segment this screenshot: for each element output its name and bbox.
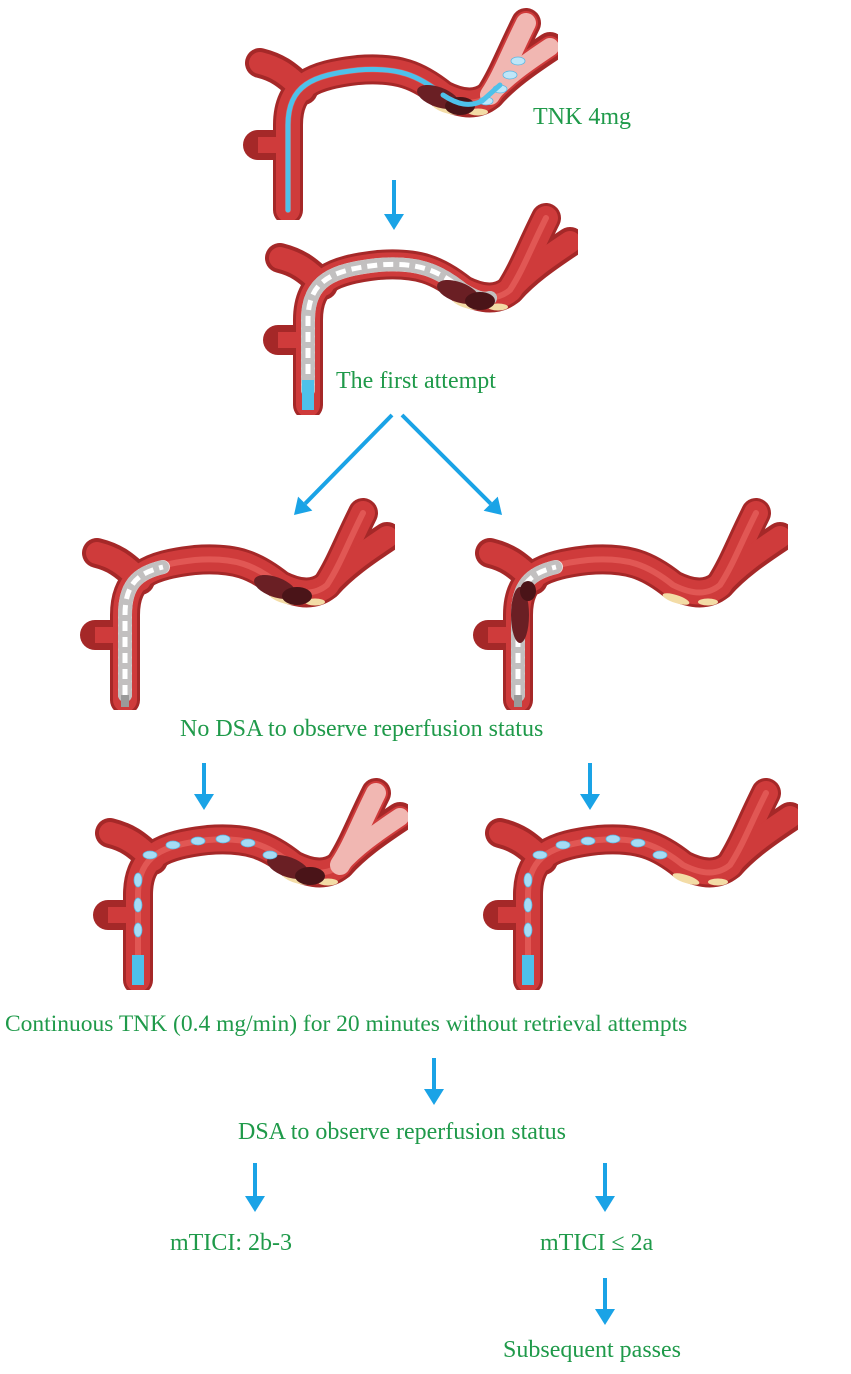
- tnk-dose-label: TNK 4mg: [533, 104, 631, 130]
- arrow-tnk-to-first-attempt: [384, 180, 404, 230]
- arrow-dsa-to-poor: [595, 1163, 615, 1212]
- subsequent-passes-label: Subsequent passes: [503, 1337, 681, 1363]
- vessel-illustration: [483, 778, 798, 990]
- continuous-tnk-label: Continuous TNK (0.4 mg/min) for 20 minut…: [5, 1011, 688, 1037]
- outcome-poor-label: mTICI ≤ 2a: [540, 1230, 654, 1256]
- dsa-label: DSA to observe reperfusion status: [238, 1119, 566, 1145]
- plaque: [708, 878, 728, 886]
- stent-retriever: [118, 560, 170, 707]
- outcome-good-label: mTICI: 2b-3: [170, 1230, 292, 1256]
- tnk-bubbles: [440, 56, 526, 107]
- arrow-first-attempt-right: [400, 413, 502, 515]
- ischemic-segment: [331, 808, 408, 874]
- guide-catheter: [132, 955, 144, 985]
- vessel-illustration: [243, 8, 558, 220]
- vessel-illustration: [473, 498, 788, 710]
- vessel-illustration: [263, 203, 578, 415]
- vessel-illustration: [93, 778, 408, 990]
- vessel-illustration: [80, 498, 395, 710]
- panel-continuous-tnk-residual-clot: [88, 775, 408, 990]
- panel-tnk-injection: [238, 5, 558, 220]
- guide-catheter: [522, 955, 534, 985]
- arrow-no-dsa-right: [580, 763, 600, 810]
- no-dsa-label: No DSA to observe reperfusion status: [180, 716, 544, 742]
- panel-stent-withdrawn-clot-retrieved: [468, 495, 788, 710]
- plaque: [698, 598, 718, 606]
- microcatheter: [285, 66, 446, 213]
- plaque: [672, 873, 700, 885]
- plaque: [662, 593, 690, 605]
- tnk-bubbles: [523, 834, 668, 938]
- first-attempt-label: The first attempt: [336, 368, 496, 394]
- arrow-first-attempt-left: [294, 413, 394, 515]
- thrombus: [267, 854, 325, 885]
- stent-pusher-tip: [121, 695, 129, 707]
- arrow-no-dsa-left: [194, 763, 214, 810]
- retrieved-thrombus: [511, 581, 536, 643]
- tnk-bubbles: [133, 834, 278, 938]
- thrombus: [254, 574, 312, 605]
- stent-pusher-tip: [514, 695, 522, 707]
- arrow-poor-to-subsequent: [595, 1278, 615, 1325]
- panel-first-attempt: [258, 200, 578, 415]
- panel-stent-withdrawn-clot-remaining: [75, 495, 395, 710]
- arrow-continuous-to-dsa: [424, 1058, 444, 1105]
- thrombus: [437, 279, 495, 310]
- arrow-dsa-to-good: [245, 1163, 265, 1212]
- guide-catheter: [302, 380, 314, 410]
- panel-continuous-tnk-clear: [478, 775, 798, 990]
